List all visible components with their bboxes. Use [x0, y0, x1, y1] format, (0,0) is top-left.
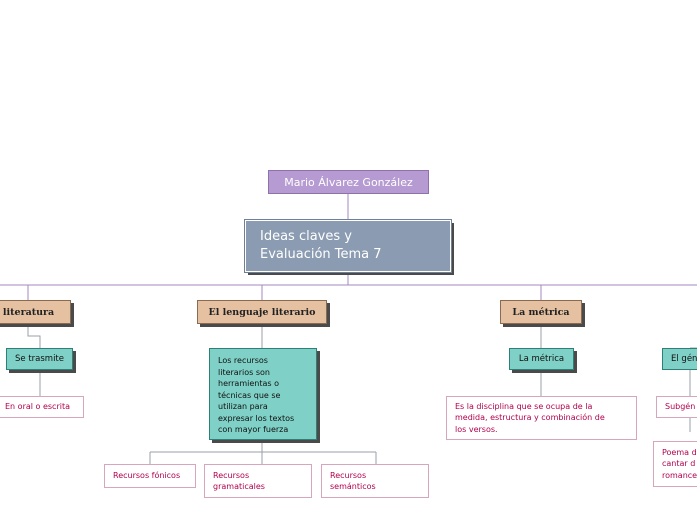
leaf-oral-escrita-label: En oral o escrita — [5, 402, 70, 412]
connector-literatura-sub — [27, 324, 41, 348]
desc-recursos-literarios[interactable]: Los recursos literarios son herramientas… — [209, 348, 317, 440]
topic-literatura-label: La literatura — [0, 306, 55, 318]
topic-metrica-label: La métrica — [512, 306, 570, 318]
sub-genero[interactable]: El gén — [662, 348, 697, 370]
leaf-recursos-semanticos[interactable]: Recursos semánticos — [321, 464, 429, 498]
leaf-metrica-definicion-label: Es la disciplina que se ocupa de la medi… — [455, 401, 605, 434]
leaf-recursos-semanticos-label: Recursos semánticos — [330, 470, 376, 492]
sub-genero-label: El gén — [671, 354, 697, 364]
connector-lenguaje-leaves — [149, 440, 377, 464]
leaf-subgenero[interactable]: Subgén — [656, 396, 697, 418]
main-topic-label: Ideas claves y Evaluación Tema 7 — [260, 229, 382, 262]
main-topic-node[interactable]: Ideas claves y Evaluación Tema 7 — [244, 219, 452, 273]
author-node[interactable]: Mario Álvarez González — [268, 170, 429, 194]
topic-lenguaje-literario[interactable]: El lenguaje literario — [197, 300, 327, 324]
sub-metrica-label: La métrica — [518, 354, 565, 364]
topic-metrica[interactable]: La métrica — [500, 300, 582, 324]
leaf-recursos-fonicos[interactable]: Recursos fónicos — [104, 464, 196, 488]
topic-lenguaje-literario-label: El lenguaje literario — [208, 306, 316, 318]
leaf-oral-escrita[interactable]: En oral o escrita — [0, 396, 84, 418]
leaf-metrica-definicion[interactable]: Es la disciplina que se ocupa de la medi… — [446, 396, 637, 440]
desc-recursos-literarios-text: Los recursos literarios son herramientas… — [218, 356, 295, 434]
leaf-recursos-fonicos-label: Recursos fónicos — [113, 471, 181, 481]
sub-metrica[interactable]: La métrica — [509, 348, 574, 370]
leaf-recursos-gramaticales[interactable]: Recursos gramaticales — [204, 464, 312, 498]
sub-se-trasmite[interactable]: Se trasmite — [6, 348, 73, 370]
leaf-recursos-gramaticales-label: Recursos gramaticales — [213, 470, 265, 492]
leaf-poema-label: Poema d cantar d romance — [662, 447, 697, 480]
leaf-poema[interactable]: Poema d cantar d romance — [653, 441, 697, 487]
leaf-subgenero-label: Subgén — [665, 402, 696, 412]
sub-se-trasmite-label: Se trasmite — [15, 354, 64, 364]
topic-literatura[interactable]: La literatura — [0, 300, 71, 324]
author-label: Mario Álvarez González — [284, 175, 413, 189]
